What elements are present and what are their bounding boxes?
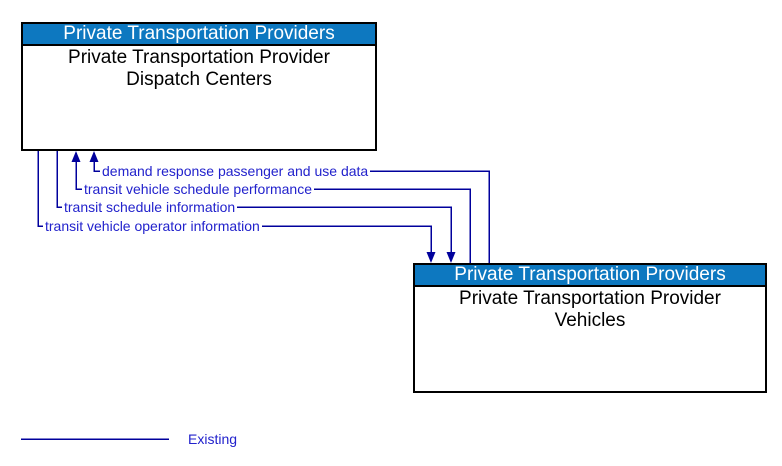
entity-box-vehicles[interactable]: Private Transportation Providers Private… (413, 263, 767, 393)
entity-body-dispatch-centers: Private Transportation Provider Dispatch… (68, 47, 330, 90)
flow-label-demand-response-passenger-and-use-data[interactable]: demand response passenger and use data (100, 163, 371, 179)
arrow-down-icon (426, 252, 436, 263)
flow-label-transit-vehicle-schedule-performance[interactable]: transit vehicle schedule performance (82, 181, 315, 197)
legend-existing-label: Existing (188, 431, 238, 447)
entity-header-vehicles: Private Transportation Providers (415, 265, 765, 287)
arrow-up-icon (71, 151, 81, 162)
entity-body-vehicles: Private Transportation Provider Vehicles (459, 288, 721, 331)
entity-box-dispatch-centers[interactable]: Private Transportation Providers Private… (21, 22, 377, 151)
entity-header-dispatch-centers: Private Transportation Providers (23, 24, 375, 46)
flow-label-transit-vehicle-operator-information[interactable]: transit vehicle operator information (43, 218, 262, 234)
flow-label-transit-schedule-information[interactable]: transit schedule information (62, 199, 238, 215)
arrow-up-icon (89, 151, 99, 162)
arrow-down-icon (446, 252, 456, 263)
